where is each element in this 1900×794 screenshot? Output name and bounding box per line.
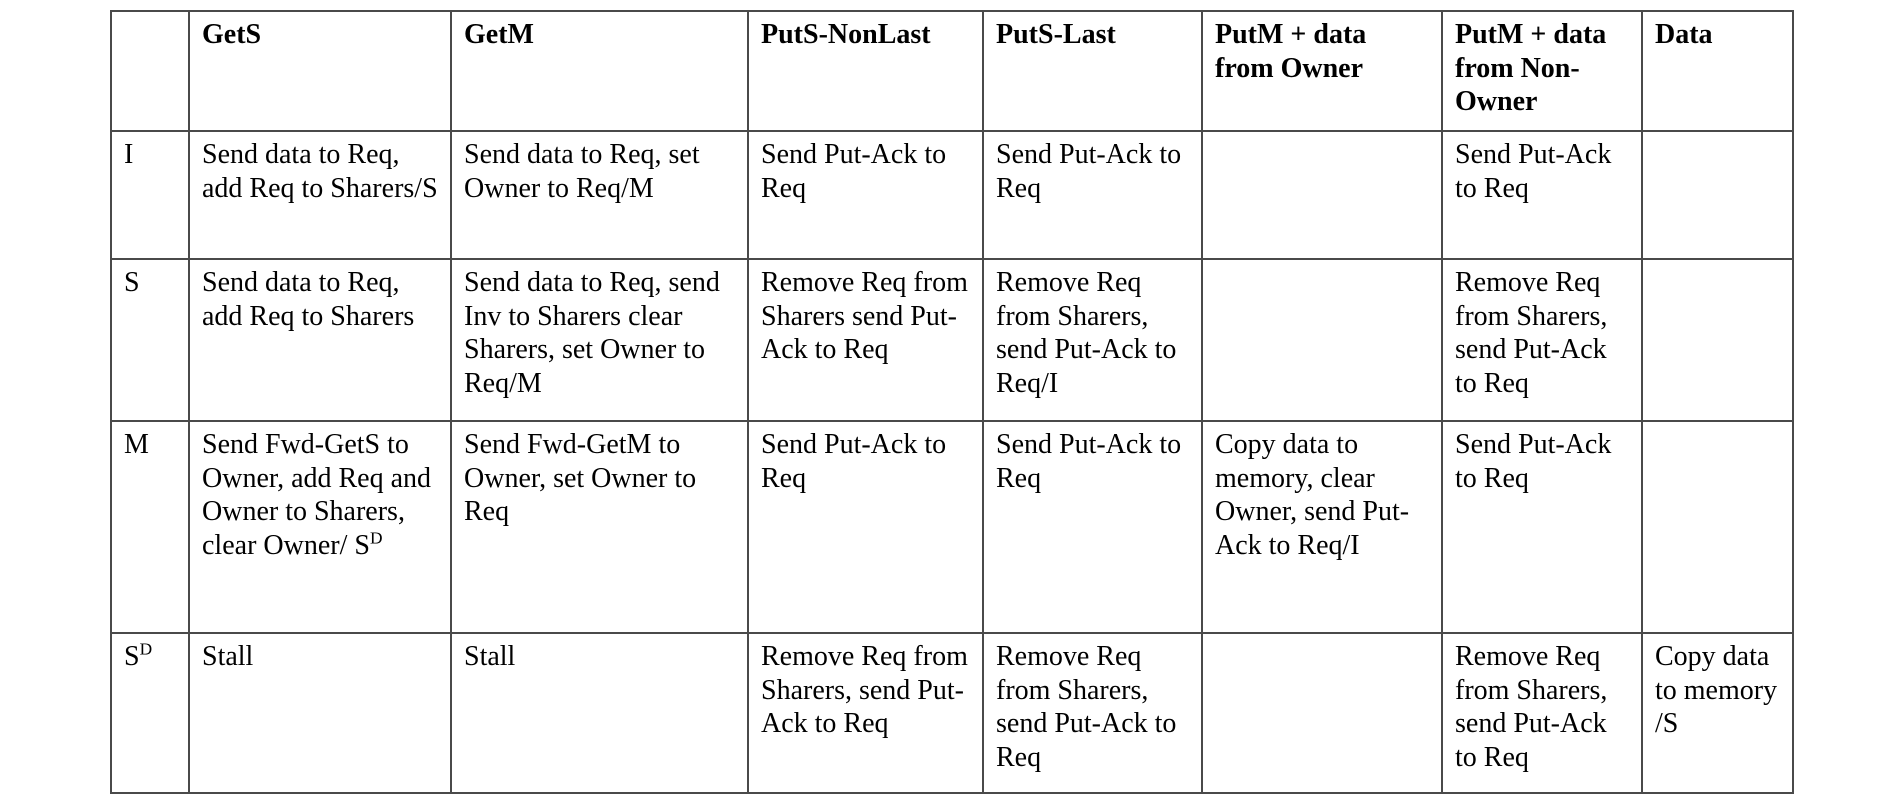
column-header-data: Data <box>1641 10 1794 132</box>
cell-s-getm: Send data to Req, send Inv to Sharers cl… <box>450 258 749 422</box>
row-label-superscript: D <box>139 639 153 659</box>
cell-i-putm-data-owner <box>1201 130 1443 260</box>
cell-i-putm-data-nonowner: Send Put-Ack to Req <box>1441 130 1643 260</box>
corner-cell <box>110 10 190 132</box>
cell-sd-puts-last: Remove Req from Sharers, send Put-Ack to… <box>982 632 1203 794</box>
cell-m-data <box>1641 420 1794 634</box>
row-label-m: M <box>110 420 190 634</box>
cell-m-gets: Send Fwd-GetS to Owner, add Req and Owne… <box>188 420 452 634</box>
table-row: SD Stall Stall Remove Req from Sharers, … <box>110 632 1794 794</box>
cell-s-data <box>1641 258 1794 422</box>
cell-i-getm: Send data to Req, set Owner to Req/M <box>450 130 749 260</box>
row-label-text: S <box>124 267 140 298</box>
cell-sd-getm: Stall <box>450 632 749 794</box>
table-header: GetS GetM PutS-NonLast PutS-Last PutM + … <box>110 10 1794 132</box>
column-header-puts-last: PutS-Last <box>982 10 1203 132</box>
cell-m-gets-superscript: D <box>369 528 383 548</box>
cell-m-puts-last: Send Put-Ack to Req <box>982 420 1203 634</box>
cell-i-puts-nonlast: Send Put-Ack to Req <box>747 130 984 260</box>
cell-i-data <box>1641 130 1794 260</box>
cell-sd-puts-nonlast: Remove Req from Sharers, send Put-Ack to… <box>747 632 984 794</box>
header-row: GetS GetM PutS-NonLast PutS-Last PutM + … <box>110 10 1794 132</box>
table-row: I Send data to Req, add Req to Sharers/S… <box>110 130 1794 260</box>
directory-protocol-table: GetS GetM PutS-NonLast PutS-Last PutM + … <box>110 10 1794 794</box>
cell-m-getm: Send Fwd-GetM to Owner, set Owner to Req <box>450 420 749 634</box>
row-label-i: I <box>110 130 190 260</box>
column-header-puts-nonlast: PutS-NonLast <box>747 10 984 132</box>
cell-s-puts-last: Remove Req from Sharers, send Put-Ack to… <box>982 258 1203 422</box>
cell-sd-putm-data-owner <box>1201 632 1443 794</box>
cell-s-putm-data-nonowner: Remove Req from Sharers, send Put-Ack to… <box>1441 258 1643 422</box>
row-label-text: M <box>124 429 149 460</box>
protocol-table-container: GetS GetM PutS-NonLast PutS-Last PutM + … <box>110 10 1794 794</box>
cell-m-gets-text: Send Fwd-GetS to Owner, add Req and Owne… <box>202 429 432 561</box>
cell-i-puts-last: Send Put-Ack to Req <box>982 130 1203 260</box>
cell-sd-data: Copy data to memory /S <box>1641 632 1794 794</box>
cell-sd-gets: Stall <box>188 632 452 794</box>
row-label-text: S <box>124 641 140 672</box>
cell-m-puts-nonlast: Send Put-Ack to Req <box>747 420 984 634</box>
column-header-putm-data-owner: PutM + data from Owner <box>1201 10 1443 132</box>
cell-sd-putm-data-nonowner: Remove Req from Sharers, send Put-Ack to… <box>1441 632 1643 794</box>
row-label-text: I <box>124 139 134 170</box>
column-header-putm-data-nonowner: PutM + data from Non-Owner <box>1441 10 1643 132</box>
table-row: M Send Fwd-GetS to Owner, add Req and Ow… <box>110 420 1794 634</box>
table-body: I Send data to Req, add Req to Sharers/S… <box>110 130 1794 794</box>
cell-m-putm-data-owner: Copy data to memory, clear Owner, send P… <box>1201 420 1443 634</box>
column-header-getm: GetM <box>450 10 749 132</box>
cell-s-putm-data-owner <box>1201 258 1443 422</box>
row-label-s: S <box>110 258 190 422</box>
cell-i-gets: Send data to Req, add Req to Sharers/S <box>188 130 452 260</box>
table-row: S Send data to Req, add Req to Sharers S… <box>110 258 1794 422</box>
cell-m-putm-data-nonowner: Send Put-Ack to Req <box>1441 420 1643 634</box>
cell-s-gets: Send data to Req, add Req to Sharers <box>188 258 452 422</box>
row-label-sd: SD <box>110 632 190 794</box>
cell-s-puts-nonlast: Remove Req from Sharers send Put-Ack to … <box>747 258 984 422</box>
column-header-gets: GetS <box>188 10 452 132</box>
